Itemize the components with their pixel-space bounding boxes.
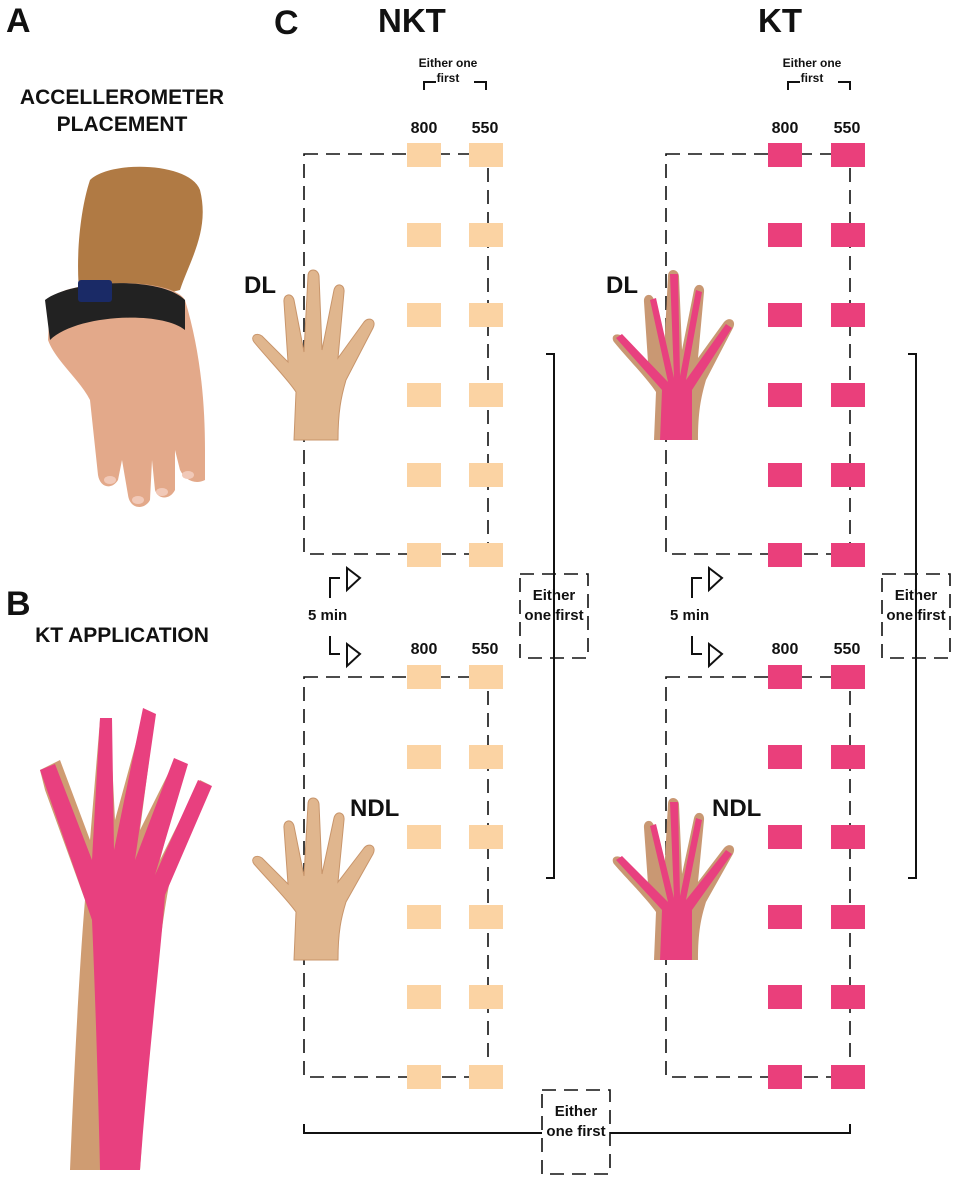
nkt-ndl-block-800: [407, 985, 441, 1009]
kt-hand-order-label: Either one first: [886, 587, 946, 624]
kt-dl-block-800: [768, 303, 802, 327]
nkt-dl-block-550: [469, 223, 503, 247]
panel-b-letter: B: [6, 585, 31, 623]
kt-ndl-trial-550: 550: [833, 641, 861, 658]
nkt-ndl-trial-550: 550: [471, 641, 499, 658]
kt-ndl-block-800: [768, 1065, 802, 1089]
kt-dl-block-550: [831, 543, 865, 567]
kt-dl-block-550: [831, 303, 865, 327]
nkt-dl-block-800: [407, 383, 441, 407]
kt-trial-order-label: Either one first: [782, 56, 842, 85]
nkt-ndl-block-800: [407, 825, 441, 849]
nkt-ndl-block-550: [469, 665, 503, 689]
panel-a-letter: A: [6, 2, 31, 40]
nkt-dl-block-800: [407, 143, 441, 167]
kt-ndl-block-550: [831, 985, 865, 1009]
kt-ndl-block-550: [831, 825, 865, 849]
kt-dl-block-800: [768, 143, 802, 167]
kt-dl-block-550: [831, 223, 865, 247]
nkt-dl-trial-550: 550: [471, 120, 499, 137]
kt-dl-trial-550: 550: [833, 120, 861, 137]
nkt-ndl-block-550: [469, 1065, 503, 1089]
kt-dl-block-800: [768, 463, 802, 487]
kt-dl-trial-800: 800: [771, 120, 799, 137]
kt-ndl-block-550: [831, 905, 865, 929]
kt-ndl-block-800: [768, 985, 802, 1009]
kt-ndl-trial-800: 800: [771, 641, 799, 658]
nkt-dl-block-550: [469, 463, 503, 487]
nkt-ndl-block-800: [407, 665, 441, 689]
kt-ndl-block-550: [831, 745, 865, 769]
nkt-rest-interval: 5 min: [308, 607, 348, 624]
kt-dl-block-550: [831, 143, 865, 167]
nkt-dl-block-800: [407, 223, 441, 247]
kt-ndl-block-800: [768, 825, 802, 849]
nkt-dl-block-800: [407, 543, 441, 567]
nkt-dl-trial-800: 800: [410, 120, 438, 137]
kt-dl-label: DL: [606, 272, 638, 299]
condition-order-label: Either one first: [546, 1103, 606, 1140]
nkt-ndl-block-550: [469, 905, 503, 929]
nkt-dl-block-800: [407, 303, 441, 327]
nkt-trial-order-label: Either one first: [418, 56, 478, 85]
kt-arm-photo: [40, 708, 212, 1170]
nkt-ndl-block-550: [469, 825, 503, 849]
nkt-dl-hand-photo: [252, 269, 375, 441]
kt-dl-block-800: [768, 543, 802, 567]
nkt-ndl-block-800: [407, 745, 441, 769]
nkt-dl-block-550: [469, 383, 503, 407]
panel-a-caption: ACCELLEROMETER PLACEMENT: [19, 86, 225, 136]
kt-dl-block-800: [768, 383, 802, 407]
kt-dl-block-800: [768, 223, 802, 247]
kt-dl-block-550: [831, 463, 865, 487]
kt-ndl-label: NDL: [712, 795, 762, 822]
kt-dl-block-550: [831, 383, 865, 407]
panel-b-caption: KT APPLICATION: [35, 624, 209, 647]
nkt-hand-order-label: Either one first: [524, 587, 584, 624]
kt-ndl-hand-photo: [612, 798, 735, 960]
nkt-dl-label: DL: [244, 272, 276, 299]
nkt-ndl-block-800: [407, 905, 441, 929]
accelerometer-hand-photo: [45, 166, 205, 507]
nkt-dl-block-550: [469, 543, 503, 567]
nkt-ndl-block-800: [407, 1065, 441, 1089]
nkt-ndl-block-550: [469, 745, 503, 769]
nkt-ndl-block-550: [469, 985, 503, 1009]
nkt-dl-block-800: [407, 463, 441, 487]
kt-ndl-block-550: [831, 1065, 865, 1089]
nkt-dl-block-550: [469, 143, 503, 167]
kt-ndl-block-550: [831, 665, 865, 689]
nkt-dl-block-550: [469, 303, 503, 327]
nkt-ndl-label: NDL: [350, 795, 400, 822]
nkt-ndl-hand-photo: [252, 797, 375, 961]
kt-ndl-block-800: [768, 745, 802, 769]
kt-title: KT: [758, 2, 802, 39]
kt-ndl-block-800: [768, 665, 802, 689]
panel-c-letter: C: [274, 4, 299, 42]
kt-dl-hand-photo: [612, 270, 735, 440]
kt-rest-interval: 5 min: [670, 607, 710, 624]
kt-ndl-block-800: [768, 905, 802, 929]
nkt-title: NKT: [378, 2, 446, 39]
nkt-ndl-trial-800: 800: [410, 641, 438, 658]
